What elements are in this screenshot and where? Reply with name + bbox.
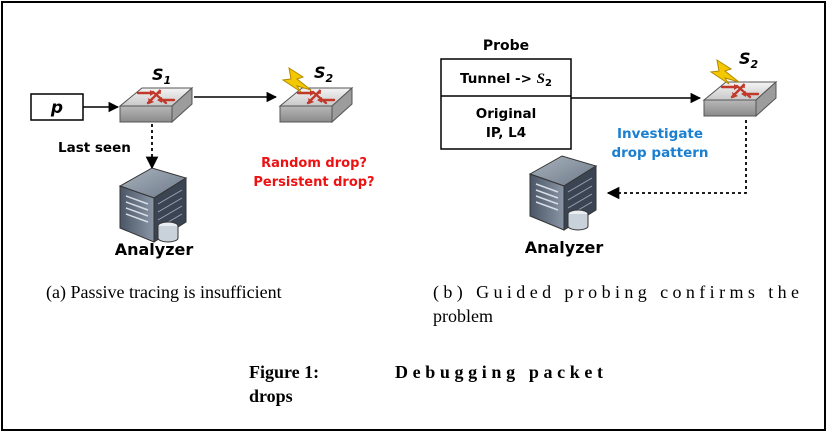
server-icon [119,167,187,243]
switch-icon [118,86,194,124]
last-seen-label: Last seen [58,140,131,156]
investigate-line2: drop pattern [611,145,708,161]
persistent-drop-question: Persistent drop? [253,175,374,190]
panel-a: p S1 S2 Last seen Random drop? Persisten… [30,63,375,303]
panel-b: Probe Tunnel -> S2 Original IP, L4 S2 In… [433,38,799,326]
figure-label: Figure 1: [249,362,319,382]
caption-a: (a) Passive tracing is insufficient [46,282,282,303]
investigate-line1: Investigate [617,126,703,142]
switch-icon [702,80,778,118]
figure-title-line1: Debugging packet [395,362,603,382]
caption-b-line1: (b) Guided probing confirms the [433,282,799,303]
probe-box [440,58,572,150]
switch-s1-label: S1 [152,65,171,87]
analyzer-b-label: Analyzer [525,238,604,257]
figure-title-line2: drops [249,386,293,406]
lightning-icon [710,59,740,85]
switch-s2-label: S2 [314,63,334,85]
switch-s2-b-label: S2 [739,49,759,71]
switch-icon [278,86,354,124]
packet-box [30,93,84,121]
analyzer-a-label: Analyzer [115,240,194,259]
probe-tunnel-row: Tunnel -> S2 [460,71,552,89]
lightning-icon [282,67,312,93]
figure-caption: Figure 1: Debugging packet drops [249,362,603,406]
s2-to-analyzer-arrow [606,120,747,200]
probe-title: Probe [483,38,529,54]
server-icon [529,155,597,231]
probe-original-line1: Original [476,106,536,122]
packet-label: p [50,98,63,118]
caption-b-line2: problem [433,306,493,326]
random-drop-question: Random drop? [261,156,367,171]
probe-original-line2: IP, L4 [486,125,526,141]
